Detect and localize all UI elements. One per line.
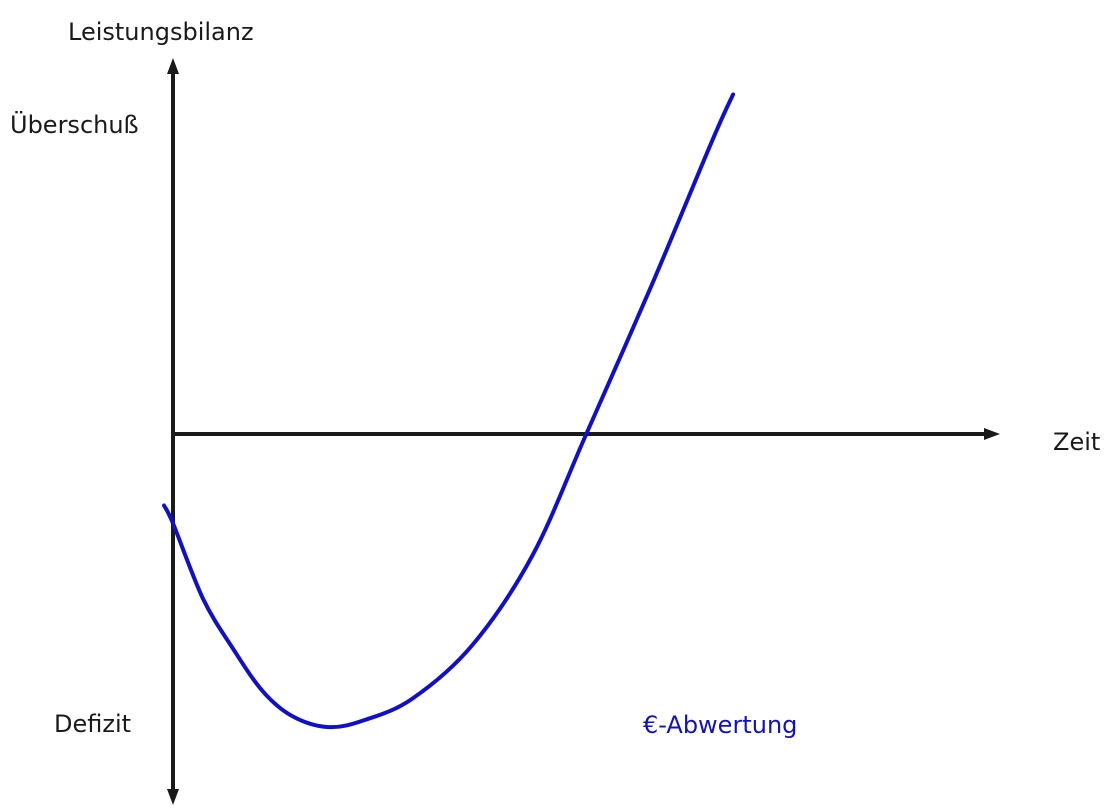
x-axis-title: Zeit [1053,428,1100,456]
y-axis-arrow-up [167,58,179,74]
y-axis-title: Leistungsbilanz [68,18,254,46]
axes [167,58,1000,805]
curve-annotation: €-Abwertung [643,711,797,739]
series-line-1 [162,92,736,730]
series-layer [162,92,736,730]
x-axis-arrow-right [984,428,1000,440]
y-axis-arrow-down [167,789,179,805]
labels: Leistungsbilanz Überschuß Defizit Zeit €… [10,18,1100,739]
y-axis-bottom-label: Defizit [54,710,131,738]
y-axis-top-label: Überschuß [10,110,139,139]
